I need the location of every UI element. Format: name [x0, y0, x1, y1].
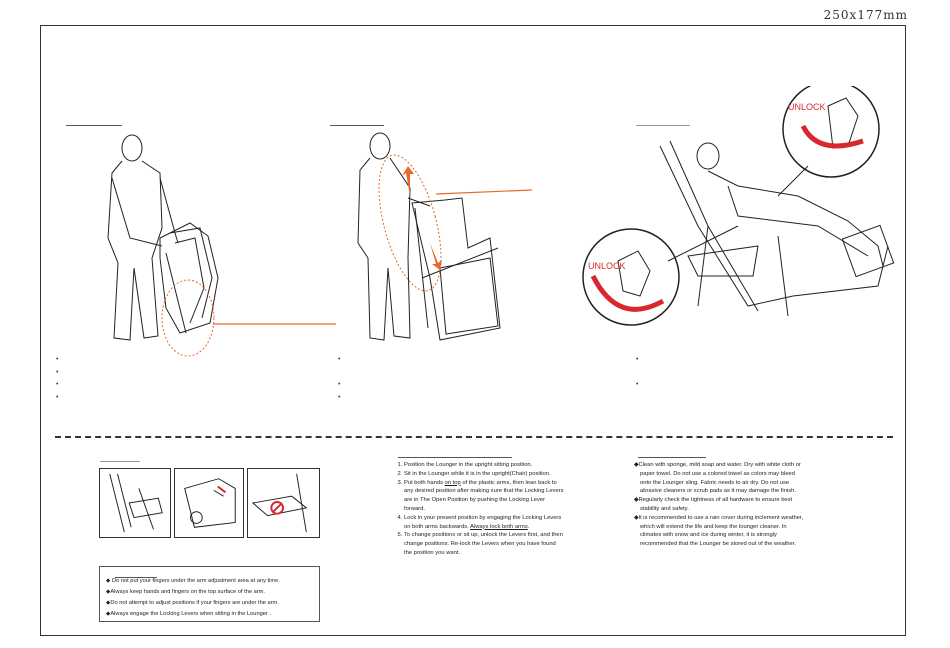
- instruction-step: Position the Lounger in the upright sitt…: [404, 461, 564, 470]
- bullet: •: [636, 381, 639, 388]
- bullet-list-3: • •: [636, 354, 638, 392]
- instruction-step: Lock in your present position by engagin…: [404, 514, 564, 532]
- page-frame: [40, 25, 906, 636]
- unlock-label-top: UNLOCK: [788, 102, 826, 112]
- heading-line-3: [636, 125, 690, 126]
- warning-item: ◆Do not attempt to adjust positions if y…: [106, 600, 279, 606]
- care-item: ◆Regularly check the tightness of all ha…: [634, 497, 793, 512]
- bullet: •: [56, 381, 59, 388]
- instruction-step: Put both hands on top of the plastic arm…: [404, 479, 564, 514]
- care-item: ◆It is recommended to use a rain cover d…: [634, 514, 804, 548]
- unlock-label-bottom: UNLOCK: [588, 261, 626, 271]
- bullet: •: [56, 368, 59, 376]
- page-size-label: 250x177mm: [823, 8, 908, 22]
- instruction-step: Sit in the Lounger while it is in the up…: [404, 470, 564, 479]
- bullet: •: [56, 393, 59, 401]
- bullet: •: [56, 356, 59, 363]
- instructions-list: Position the Lounger in the upright sitt…: [394, 461, 564, 558]
- warning-box: [99, 566, 320, 622]
- warning-list: ◆ Do not put your fingers under the arm …: [106, 576, 280, 620]
- lever-unlock-icon: [582, 86, 880, 326]
- person-folded-chair-icon: [107, 134, 336, 357]
- care-list: ◆Clean with sponge, mild soap and water.…: [634, 461, 806, 549]
- finger-warning-thumbnail: [247, 468, 320, 538]
- warning-item: ◆Always engage the Locking Levers when s…: [106, 611, 271, 617]
- bullet-list-2: • • •: [338, 354, 340, 404]
- bullet: •: [338, 381, 341, 388]
- heading-line-6: [638, 457, 706, 458]
- warning-item: ◆Always keep hands and fingers on the to…: [106, 589, 265, 595]
- bullet: •: [338, 356, 341, 363]
- bullet: •: [338, 393, 341, 401]
- person-opening-chair-icon: [357, 132, 533, 341]
- warning-item: ◆ Do not put your fingers under the arm …: [106, 578, 280, 584]
- lever-closeup-thumbnail: [174, 468, 244, 538]
- heading-line-5: [398, 457, 512, 458]
- heading-line-4: [100, 461, 140, 462]
- heading-line-2: [330, 125, 384, 126]
- care-item: ◆Clean with sponge, mild soap and water.…: [634, 462, 801, 495]
- reclining-person-icon: UNLOCK UNLOCK: [582, 86, 895, 326]
- dashed-divider: [55, 436, 893, 438]
- bullet-list-1: • • • •: [56, 354, 58, 404]
- heading-line-7: [115, 577, 157, 578]
- heading-line-1: [66, 125, 122, 126]
- bullet: •: [636, 356, 639, 363]
- chair-frame-thumbnail: [99, 468, 171, 538]
- instruction-step: To change positions or sit up, unlock th…: [404, 531, 564, 557]
